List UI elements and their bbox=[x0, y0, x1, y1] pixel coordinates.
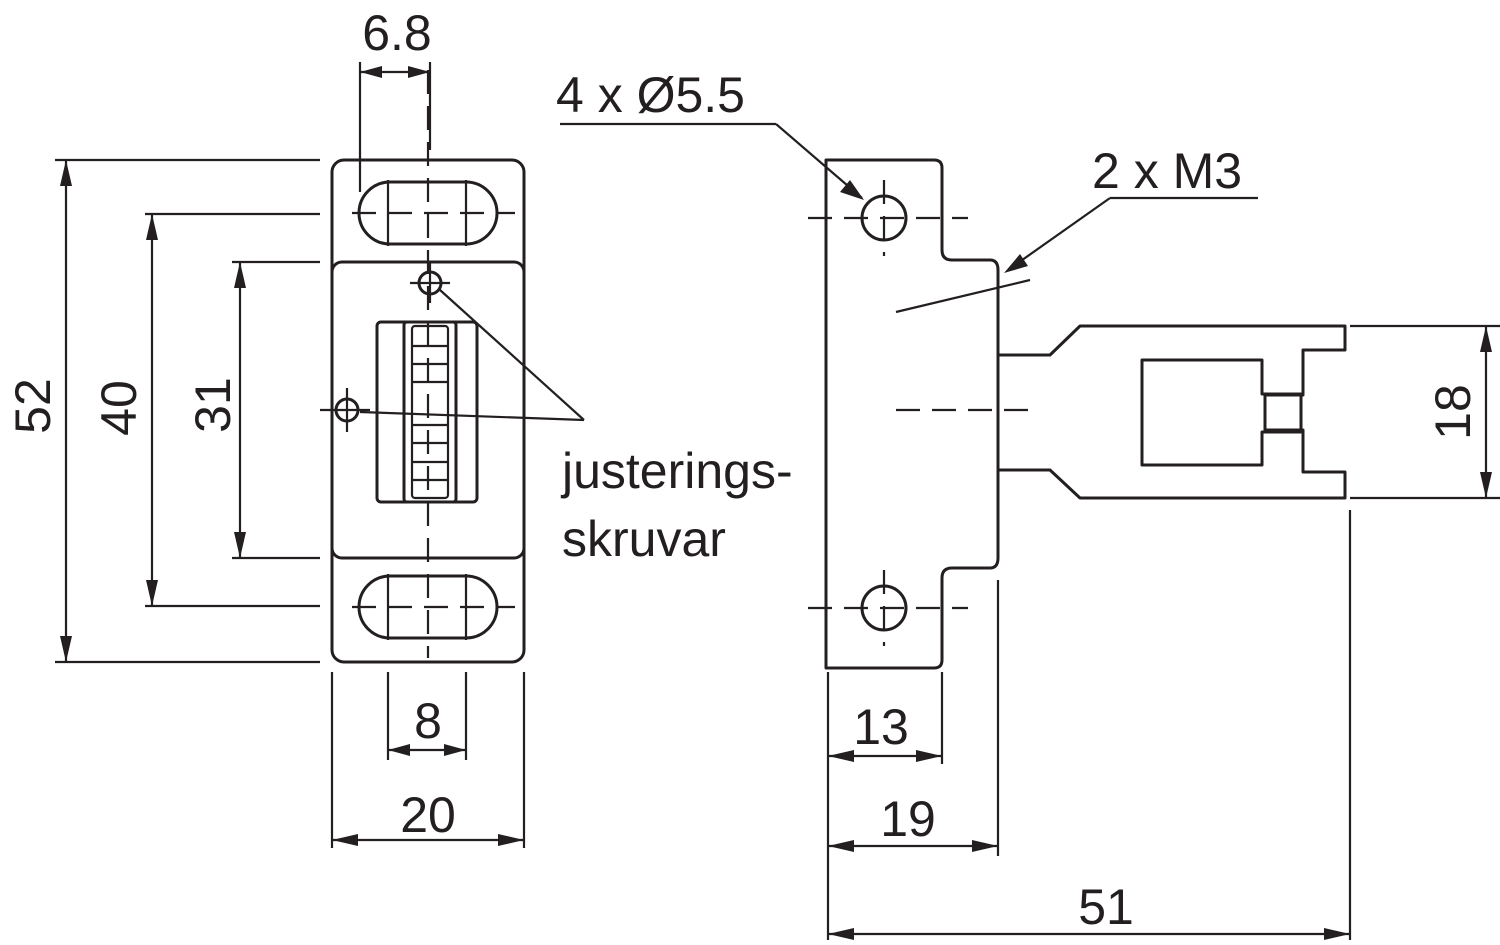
actuator-tongue bbox=[998, 324, 1347, 500]
front-view: 6.8 52 40 31 8 20 justerings- skruvar bbox=[5, 5, 793, 848]
dim-52: 52 bbox=[5, 378, 61, 434]
side-body-outline bbox=[824, 158, 1000, 670]
dim-8: 8 bbox=[414, 693, 442, 749]
dim-51: 51 bbox=[1078, 879, 1134, 935]
note-adjustment-line1: justerings- bbox=[560, 443, 793, 499]
dim-31: 31 bbox=[185, 377, 241, 433]
note-threads: 2 x M3 bbox=[1092, 143, 1242, 199]
side-view: 4 x Ø5.5 2 x M3 13 19 51 18 bbox=[556, 67, 1500, 940]
actuator-slot bbox=[1140, 358, 1303, 467]
note-adjustment-line2: skruvar bbox=[562, 511, 726, 567]
note-mounting-holes: 4 x Ø5.5 bbox=[556, 67, 745, 123]
dim-40: 40 bbox=[91, 380, 147, 436]
dim-19: 19 bbox=[880, 791, 936, 847]
dim-20: 20 bbox=[400, 787, 456, 843]
dim-13: 13 bbox=[853, 699, 909, 755]
dim-6-8: 6.8 bbox=[362, 5, 432, 61]
dim-18: 18 bbox=[1425, 384, 1481, 440]
